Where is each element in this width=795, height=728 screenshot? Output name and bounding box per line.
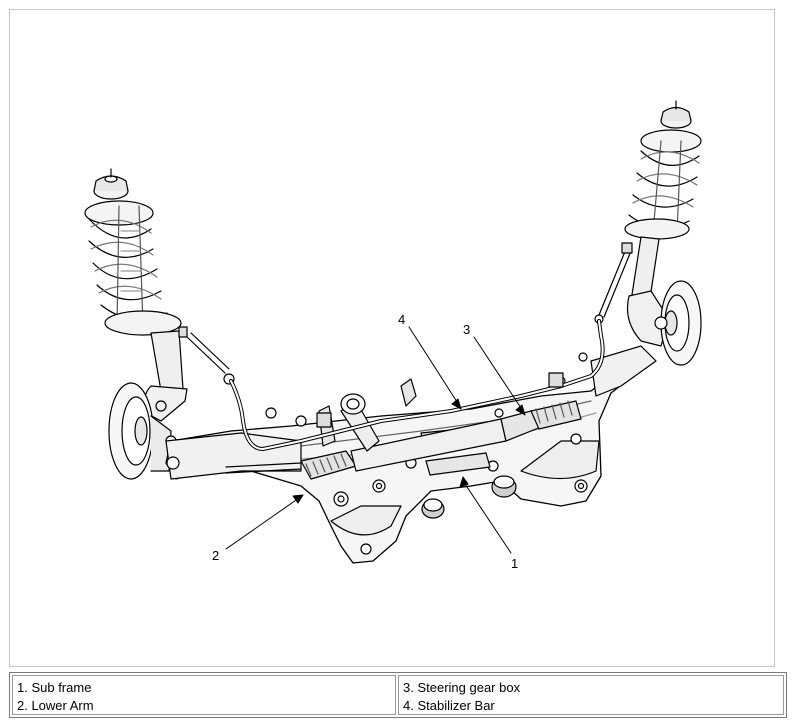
legend-item-sub-frame: 1. Sub frame <box>17 680 92 695</box>
callout-2: 2 <box>212 548 219 563</box>
legend-item-stabilizer-bar: 4. Stabilizer Bar <box>403 698 495 713</box>
legend-cell-right: 3. Steering gear box 4. Stabilizer Bar <box>398 675 784 715</box>
legend-item-steering-gear-box: 3. Steering gear box <box>403 680 521 695</box>
front-suspension-illustration: 1 2 3 4 <box>84 100 702 571</box>
legend-cell-left: 1. Sub frame 2. Lower Arm <box>12 675 396 715</box>
legend-item-lower-arm: 2. Lower Arm <box>17 698 94 713</box>
callout-3: 3 <box>463 322 470 337</box>
callout-leaders <box>225 326 526 554</box>
stabilizer-bar <box>229 319 605 451</box>
callout-4: 4 <box>398 312 405 327</box>
diagram-frame: 1 2 3 4 <box>9 9 775 667</box>
right-strut-assembly <box>594 100 702 366</box>
legend-table: 1. Sub frame 2. Lower Arm 3. Steering ge… <box>9 672 787 718</box>
callout-1: 1 <box>511 556 518 571</box>
left-strut-assembly <box>84 168 235 480</box>
